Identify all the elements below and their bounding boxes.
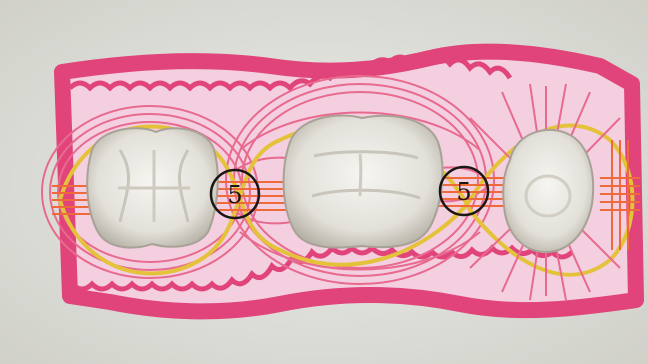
tooth-middle [284, 116, 443, 248]
tooth-right [503, 130, 593, 252]
contact-label-right: 5 [456, 178, 471, 206]
tooth-left [87, 128, 218, 247]
contact-label-left: 5 [227, 181, 242, 209]
